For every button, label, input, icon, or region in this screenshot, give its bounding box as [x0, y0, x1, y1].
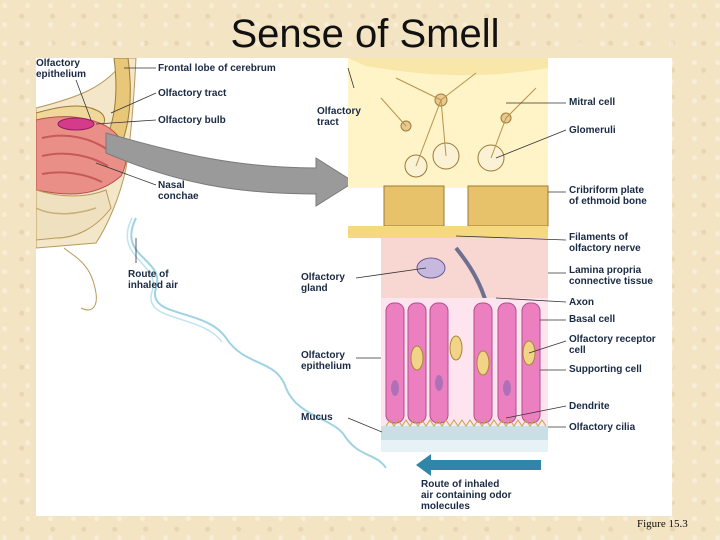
label-olfactory-epithelium-right: Olfactory epithelium — [301, 350, 352, 372]
label-mucus: Mucus — [301, 412, 333, 423]
olfaction-figure: Olfactory epithelium Frontal lobe of cer… — [36, 58, 672, 516]
label-olfactory-tract-right: Olfactory tract — [317, 106, 361, 128]
label-route-inhaled-air: Route of inhaled air — [128, 269, 179, 291]
label-cribriform-plate: Cribriform plate of ethmoid bone — [569, 185, 647, 207]
label-olfactory-gland: Olfactory gland — [301, 272, 345, 294]
label-basal-cell: Basal cell — [569, 314, 616, 325]
slide-title: Sense of Smell — [230, 12, 500, 56]
label-supporting-cell: Supporting cell — [569, 364, 642, 375]
magnified-epithelium — [348, 58, 549, 452]
label-receptor-cell: Olfactory receptor cell — [569, 334, 656, 356]
label-nasal-conchae: Nasal conchae — [158, 180, 199, 202]
leader-lines — [75, 67, 567, 433]
label-route-odor: Route of inhaled air containing odor mol… — [421, 479, 512, 512]
label-filaments-nerve: Filaments of olfactory nerve — [569, 232, 641, 254]
head-section — [36, 58, 137, 311]
label-olfactory-epithelium-left: Olfactory epithelium — [36, 58, 87, 80]
label-olfactory-tract-left: Olfactory tract — [158, 88, 227, 99]
label-axon: Axon — [569, 297, 594, 308]
label-lamina-propria: Lamina propria connective tissue — [569, 265, 653, 287]
label-frontal-lobe: Frontal lobe of cerebrum — [158, 63, 276, 74]
olfaction-diagram — [36, 58, 567, 476]
label-dendrite: Dendrite — [569, 401, 610, 412]
label-mitral-cell: Mitral cell — [569, 97, 616, 108]
figure-caption: Figure 15.3 — [637, 518, 688, 530]
air-route-line — [130, 217, 387, 469]
label-glomeruli: Glomeruli — [569, 125, 616, 136]
label-olfactory-cilia: Olfactory cilia — [569, 422, 636, 433]
magnify-arrow — [105, 132, 355, 207]
label-olfactory-bulb: Olfactory bulb — [158, 115, 226, 126]
odor-route-arrow — [416, 454, 541, 476]
